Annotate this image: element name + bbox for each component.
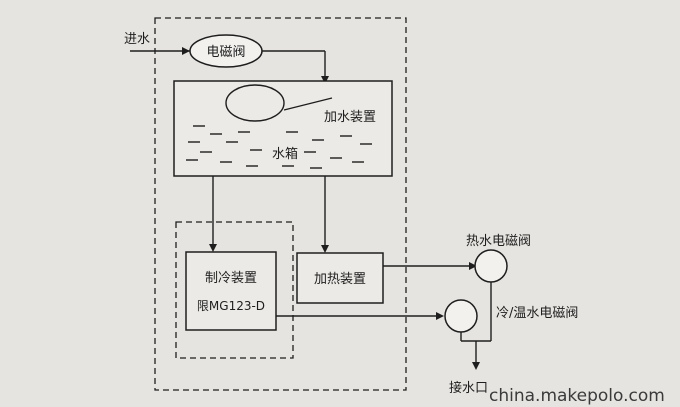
water-tank-label: 水箱 bbox=[272, 146, 298, 162]
hot-valve-arrow-icon bbox=[469, 262, 477, 270]
float-ball bbox=[225, 84, 285, 122]
outlet-arrow-icon bbox=[472, 362, 480, 370]
heating-arrow-icon bbox=[321, 245, 329, 253]
inlet-arrow-icon bbox=[182, 47, 190, 55]
inlet-solenoid-valve-label: 电磁阀 bbox=[206, 45, 245, 60]
cooling-arrow-icon bbox=[209, 244, 217, 252]
watermark: china.makepolo.com bbox=[489, 386, 665, 406]
cold-warm-water-valve bbox=[444, 299, 478, 333]
cooling-model-label: 限MG123-D bbox=[197, 299, 265, 313]
water-outlet-label: 接水口 bbox=[449, 380, 488, 396]
float-lever bbox=[283, 97, 333, 111]
cold-warm-water-valve-label: 冷/温水电磁阀 bbox=[496, 306, 578, 321]
heating-device-label: 加热装置 bbox=[314, 272, 366, 287]
cooling-enclosure bbox=[175, 221, 294, 359]
fill-arrow-icon bbox=[321, 76, 329, 84]
water-surface-marks bbox=[186, 125, 372, 169]
fill-device-label: 加水装置 bbox=[324, 110, 376, 125]
heating-device bbox=[296, 252, 384, 304]
hot-water-valve bbox=[474, 249, 508, 283]
outer-enclosure bbox=[154, 17, 407, 391]
cooling-device bbox=[185, 251, 277, 331]
cooling-device-label: 制冷装置 bbox=[205, 271, 257, 286]
cold-valve-arrow-icon bbox=[436, 312, 444, 320]
water-inlet-label: 进水 bbox=[124, 32, 150, 47]
hot-water-valve-label: 热水电磁阀 bbox=[466, 234, 531, 249]
